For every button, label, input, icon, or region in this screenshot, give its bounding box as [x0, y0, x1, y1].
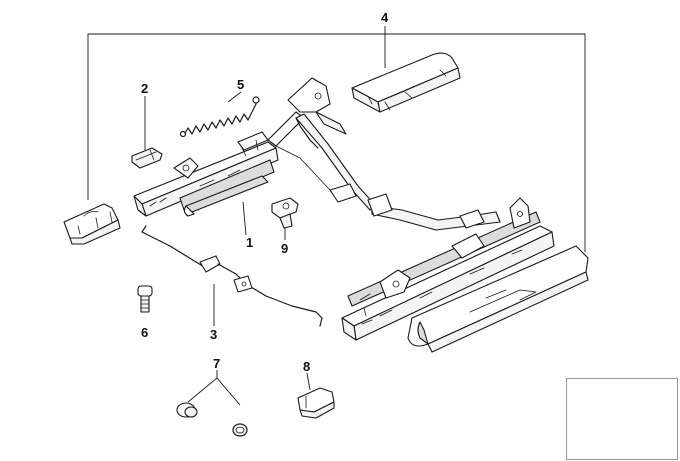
- part-9-plug: [271, 197, 299, 229]
- callout-2: 2: [141, 81, 149, 96]
- outer-rail-cover: [407, 245, 589, 353]
- part-7-bushing: [176, 402, 198, 418]
- part-6-bolt: [137, 285, 153, 313]
- right-seat-rail: [341, 197, 555, 341]
- left-seat-rail: [133, 131, 279, 217]
- callout-1: 1: [246, 235, 254, 250]
- group-bracket-4: [87, 26, 586, 252]
- part-5-spring: [179, 96, 260, 138]
- part-4-rail-cover: [351, 52, 461, 113]
- seat-frame-tubes: [267, 77, 501, 231]
- callout-6: 6: [141, 325, 149, 340]
- callout-4: 4: [381, 10, 389, 25]
- callout-5: 5: [237, 77, 245, 92]
- callout-8: 8: [303, 359, 311, 374]
- part-3-cable: [141, 225, 323, 327]
- part-2-clip: [131, 147, 163, 169]
- left-foot-cover: [63, 203, 121, 245]
- part-1-rail-profile: [183, 175, 269, 217]
- vehicle-thumbnail: [566, 378, 678, 460]
- callout-7: 7: [213, 356, 221, 371]
- part-7-o-ring: [232, 423, 248, 437]
- callout-9: 9: [281, 241, 289, 256]
- part-8-cap: [297, 387, 335, 419]
- callout-3: 3: [210, 327, 218, 342]
